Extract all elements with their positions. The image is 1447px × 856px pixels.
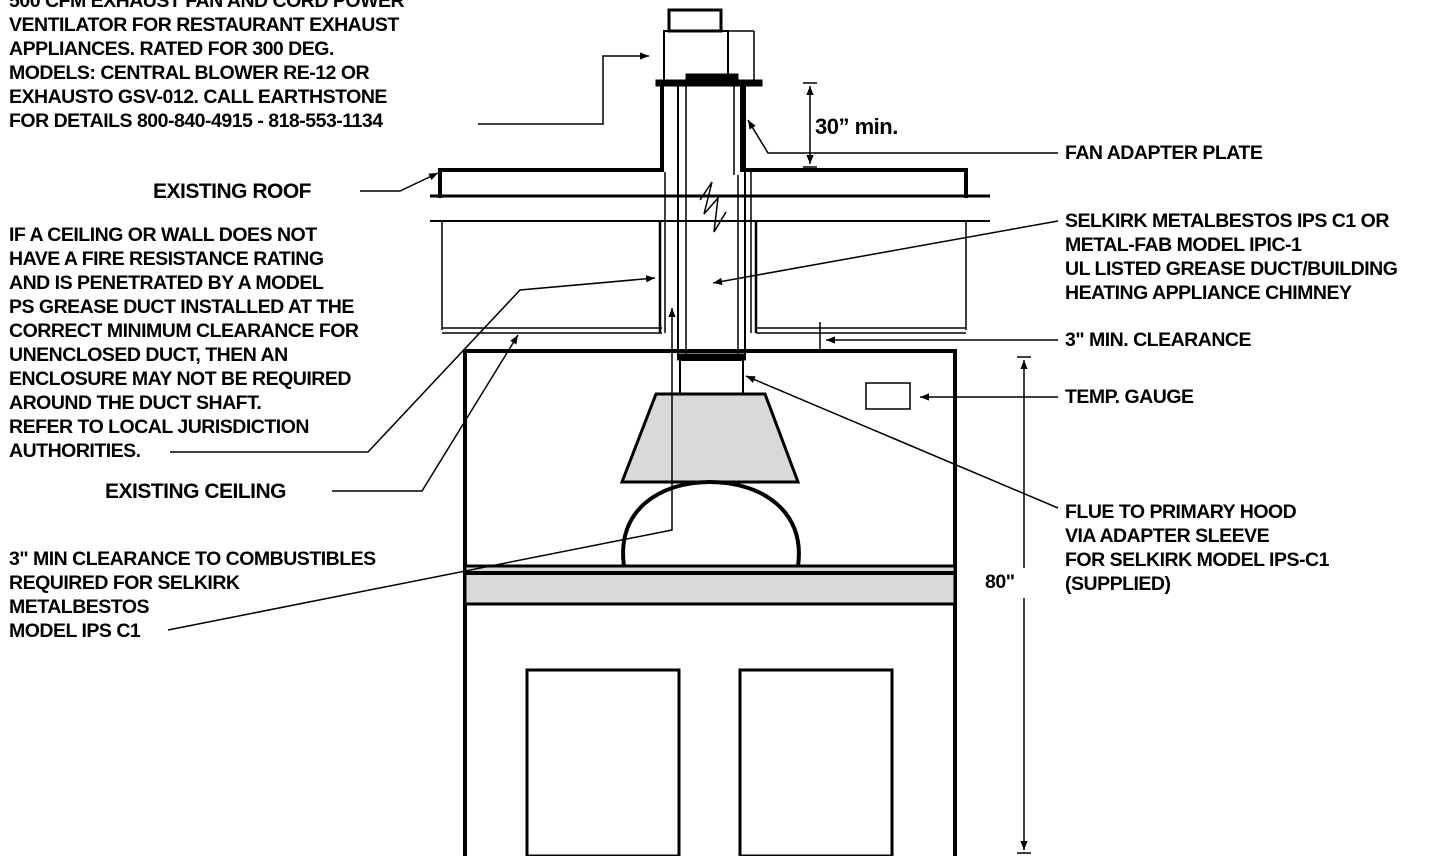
dimension-30-label: 30” min. bbox=[815, 114, 898, 139]
existing-roof-label: EXISTING ROOF bbox=[153, 180, 312, 203]
fire-note-line: AROUND THE DUCT SHAFT. bbox=[9, 392, 262, 414]
fire-note-line: CORRECT MINIMUM CLEARANCE FOR bbox=[9, 320, 359, 342]
flue-note-line: VIA ADAPTER SLEEVE bbox=[1065, 525, 1270, 547]
exhaust-note-line: MODELS: CENTRAL BLOWER RE-12 OR bbox=[9, 62, 370, 84]
exhaust-note-line: VENTILATOR FOR RESTAURANT EXHAUST bbox=[9, 14, 399, 36]
oven-dome bbox=[621, 479, 801, 567]
roof-curb bbox=[438, 86, 968, 198]
leader-lines bbox=[167, 52, 1059, 631]
grease-duct bbox=[677, 86, 746, 395]
exhaust-note-line: EXHAUSTO GSV-012. CALL EARTHSTONE bbox=[9, 86, 387, 108]
fire-note-line: REFER TO LOCAL JURISDICTION bbox=[9, 416, 309, 438]
chimney-note-line: HEATING APPLIANCE CHIMNEY bbox=[1065, 282, 1352, 304]
exhaust-note-line: FOR DETAILS 800-840-4915 - 818-553-1134 bbox=[9, 110, 383, 132]
existing-roof bbox=[430, 194, 990, 222]
leader-fire-resistance bbox=[170, 275, 656, 453]
chase-walls bbox=[441, 172, 967, 352]
fire-note-line: HAVE A FIRE RESISTANCE RATING bbox=[9, 248, 324, 270]
fan-adapter-plate-label: FAN ADAPTER PLATE bbox=[1065, 142, 1263, 164]
fire-resistance-note: IF A CEILING OR WALL DOES NOT HAVE A FIR… bbox=[9, 223, 359, 463]
fire-note-line: AUTHORITIES. bbox=[9, 440, 141, 462]
clearance-note-line: METALBESTOS bbox=[9, 596, 150, 618]
clearance-note-line: REQUIRED FOR SELKIRK bbox=[9, 572, 240, 594]
flue-note-line: FLUE TO PRIMARY HOOD bbox=[1065, 501, 1297, 523]
chimney-note: SELKIRK METALBESTOS IPS C1 OR METAL-FAB … bbox=[1065, 209, 1398, 305]
fire-note-line: PS GREASE DUCT INSTALLED AT THE bbox=[9, 296, 354, 318]
flue-note-line: FOR SELKIRK MODEL IPS-C1 bbox=[1065, 549, 1329, 571]
min-clearance-label: 3" MIN. CLEARANCE bbox=[1065, 329, 1252, 351]
oven-door-right bbox=[738, 668, 894, 856]
dimension-30 bbox=[803, 82, 817, 168]
leader-combustibles bbox=[167, 308, 676, 631]
chimney-note-line: UL LISTED GREASE DUCT/BUILDING bbox=[1065, 258, 1398, 280]
fan-cap bbox=[667, 8, 723, 33]
temp-gauge-label: TEMP. GAUGE bbox=[1065, 386, 1194, 408]
chimney-note-line: SELKIRK METALBESTOS IPS C1 OR bbox=[1065, 210, 1389, 232]
clearance-note-line: 3" MIN CLEARANCE TO COMBUSTIBLES bbox=[9, 548, 376, 570]
clearance-note-line: MODEL IPS C1 bbox=[9, 620, 141, 642]
leader-existing-ceiling bbox=[332, 334, 519, 492]
flue-note-line: (SUPPLIED) bbox=[1065, 573, 1171, 595]
primary-hood bbox=[619, 392, 801, 484]
temp-gauge bbox=[865, 382, 911, 410]
exhaust-fan bbox=[655, 8, 763, 87]
exhaust-note-line: 500 CFM EXHAUST FAN AND CORD POWER bbox=[9, 0, 405, 12]
exhaust-fan-note: 500 CFM EXHAUST FAN AND CORD POWER VENTI… bbox=[9, 0, 405, 133]
leader-chimney bbox=[712, 220, 1059, 285]
duct-collar-top bbox=[685, 73, 739, 83]
exhaust-note-line: APPLIANCES. RATED FOR 300 DEG. bbox=[9, 38, 334, 60]
flue-note: FLUE TO PRIMARY HOOD VIA ADAPTER SLEEVE … bbox=[1065, 500, 1329, 596]
dimension-80-label: 80" bbox=[985, 571, 1015, 593]
adapter-sleeve bbox=[679, 359, 744, 395]
leader-fan-adapter-plate bbox=[747, 119, 1058, 154]
dimension-80 bbox=[1017, 356, 1031, 854]
chimney-note-line: METAL-FAB MODEL IPIC-1 bbox=[1065, 234, 1302, 256]
fire-note-line: ENCLOSURE MAY NOT BE REQUIRED bbox=[9, 368, 351, 390]
duct-break-symbol bbox=[699, 181, 727, 233]
oven-door-left bbox=[525, 668, 681, 856]
leader-flue bbox=[745, 375, 1059, 509]
leader-exhaust-fan bbox=[478, 52, 649, 125]
fire-note-line: UNENCLOSED DUCT, THEN AN bbox=[9, 344, 288, 366]
existing-ceiling-label: EXISTING CEILING bbox=[105, 480, 287, 503]
oven-enclosure bbox=[463, 349, 957, 856]
leader-existing-roof bbox=[360, 172, 439, 192]
fire-note-line: AND IS PENETRATED BY A MODEL bbox=[9, 272, 324, 294]
combustibles-clearance-note: 3" MIN CLEARANCE TO COMBUSTIBLES REQUIRE… bbox=[9, 547, 376, 643]
fire-note-line: IF A CEILING OR WALL DOES NOT bbox=[9, 224, 317, 246]
